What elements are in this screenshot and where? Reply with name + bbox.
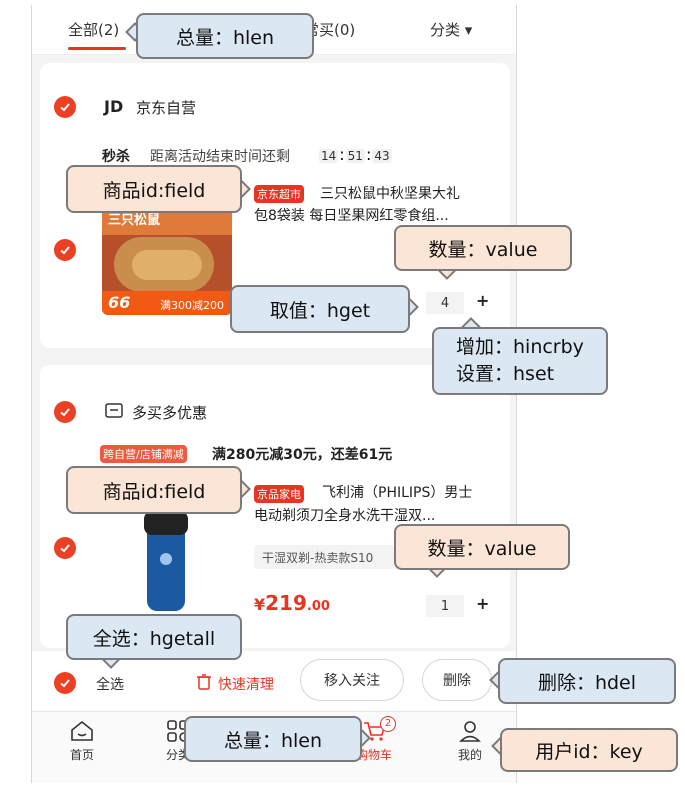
quick-clear-button[interactable]: 快速清理 xyxy=(218,677,274,693)
nav-home-label: 首页 xyxy=(69,748,94,762)
trash-icon[interactable] xyxy=(196,673,212,691)
image-promo: 满300减200 xyxy=(160,299,224,312)
price-symbol: ¥ xyxy=(254,595,266,614)
variant-text: 干湿双剃-热卖款S10 xyxy=(262,551,374,565)
shop-checkbox-jd[interactable] xyxy=(54,96,76,118)
callout-hgetall: 全选：hgetall xyxy=(66,614,242,660)
tab-underline xyxy=(68,47,126,50)
item2-title-line1[interactable]: 飞利浦（PHILIPS）男士 xyxy=(322,485,473,501)
callout-value-1: 数量：value xyxy=(394,225,572,271)
image-price: 66 xyxy=(108,293,131,312)
user-icon xyxy=(459,721,481,742)
shop-checkbox-promo[interactable] xyxy=(54,401,76,423)
nav-cart[interactable]: 购物车 2 xyxy=(344,716,404,763)
callout-total-hlen-bottom: 总量：hlen xyxy=(184,716,362,762)
timer-seconds: 43 xyxy=(372,149,392,163)
countdown-timer: 14:51:43 xyxy=(319,145,392,164)
product-image-nuts[interactable]: 三只松鼠 66 满300减200 xyxy=(102,195,232,315)
tab-category[interactable]: 分类 ▾ xyxy=(430,21,473,39)
nav-category-label: 分类 xyxy=(165,748,190,762)
tab-often-bought[interactable]: 常买(0) xyxy=(304,21,356,39)
select-all-label[interactable]: 全选 xyxy=(96,677,124,693)
select-all-checkbox[interactable] xyxy=(54,672,76,694)
shop-name[interactable]: 京东自营 xyxy=(136,99,197,117)
callout-field-2: 商品id:field xyxy=(66,466,242,514)
cart-count-badge: 2 xyxy=(380,716,396,732)
promo-shop-name[interactable]: 多买多优惠 xyxy=(132,404,208,422)
variant-selector[interactable]: 干湿双剃-热卖款S10 xyxy=(254,545,404,569)
item-title-line2[interactable]: 包8袋装 每日坚果网红零食组... xyxy=(254,208,449,224)
promo-tag: 跨自营/店铺满减 xyxy=(100,445,187,463)
timer-minutes: 51 xyxy=(345,149,365,163)
nav-cart-label: 购物车 xyxy=(355,748,392,762)
image-brand-text: 三只松鼠 xyxy=(108,213,161,228)
item-title-line1[interactable]: 三只松鼠中秋坚果大礼 xyxy=(320,186,460,202)
callout-hincrby-text: 增加：hincrby xyxy=(456,336,584,358)
shop-icon xyxy=(105,403,123,418)
callout-hincrby-hset: 增加：hincrby 设置：hset xyxy=(432,327,608,395)
callout-total-hlen-top: 总量：hlen xyxy=(136,13,314,59)
item-tag-appliance: 京品家电 xyxy=(254,485,304,503)
delete-button[interactable]: 删除 xyxy=(422,659,492,701)
callout-value-2: 数量：value xyxy=(394,524,570,570)
nav-mine[interactable]: 我的 xyxy=(440,718,500,763)
quantity-input-1[interactable]: 4 xyxy=(426,292,464,314)
tab-all[interactable]: 全部(2) xyxy=(68,21,120,39)
item-checkbox-2[interactable] xyxy=(54,537,76,559)
check-icon xyxy=(60,408,70,417)
jd-logo: JD xyxy=(104,97,124,116)
check-icon xyxy=(60,679,70,688)
move-to-follow-button[interactable]: 移入关注 xyxy=(300,659,404,701)
plus-icon[interactable]: + xyxy=(476,291,490,310)
item2-price: ¥219.00 xyxy=(254,591,330,615)
callout-field-1: 商品id:field xyxy=(66,165,242,213)
callout-user-key: 用户id：key xyxy=(500,728,678,772)
callout-hdel: 删除：hdel xyxy=(498,658,676,704)
nav-mine-label: 我的 xyxy=(457,748,482,762)
flash-sale-text: 距离活动结束时间还剩 xyxy=(150,149,290,165)
item-tag-supermarket: 京东超市 xyxy=(254,185,304,203)
quantity-input-2[interactable]: 1 xyxy=(426,595,464,617)
cart-action-bar: 全选 快速清理 移入关注 删除 xyxy=(32,651,516,711)
timer-hours: 14 xyxy=(319,149,339,163)
home-icon xyxy=(71,720,93,741)
item2-title-line2[interactable]: 电动剃须刀全身水洗干湿双... xyxy=(254,508,436,524)
price-int: 219 xyxy=(265,591,307,615)
nav-home[interactable]: 首页 xyxy=(52,718,112,763)
item-checkbox-1[interactable] xyxy=(54,239,76,261)
check-icon xyxy=(60,246,70,255)
price-decimal: .00 xyxy=(306,599,330,614)
callout-hget: 取值：hget xyxy=(230,285,410,333)
promo-text[interactable]: 满280元减30元，还差61元 xyxy=(212,447,393,463)
plus-icon[interactable]: + xyxy=(476,594,490,613)
flash-sale-label: 秒杀 xyxy=(102,149,130,165)
check-icon xyxy=(60,103,70,112)
callout-hset-text: 设置：hset xyxy=(456,363,555,385)
check-icon xyxy=(60,544,70,553)
